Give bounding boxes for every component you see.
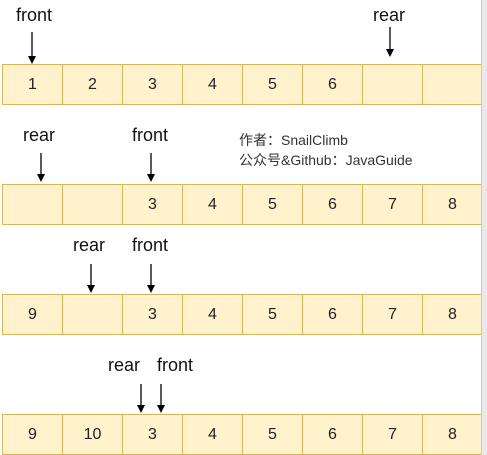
queue-cell: 7 <box>363 185 423 224</box>
queue-row-1: 1 2 3 4 5 6 <box>2 64 483 105</box>
queue-cell: 8 <box>423 185 483 224</box>
queue-row-4: 9 10 3 4 5 6 7 8 <box>2 414 483 455</box>
queue-cell: 8 <box>423 415 483 454</box>
queue-cell: 4 <box>183 65 243 104</box>
window-edge <box>481 0 487 455</box>
queue-cell <box>63 185 123 224</box>
queue-cell: 7 <box>363 415 423 454</box>
queue-cell <box>423 65 483 104</box>
queue-cell: 5 <box>243 415 303 454</box>
queue-cell <box>3 185 63 224</box>
rear-arrow-3-icon <box>87 264 95 293</box>
queue-cell: 10 <box>63 415 123 454</box>
rear-label-3: rear <box>73 235 106 255</box>
rear-label-4: rear <box>108 355 141 375</box>
front-arrow-3-icon <box>147 264 155 293</box>
queue-cell: 5 <box>243 185 303 224</box>
queue-cell: 6 <box>303 65 363 104</box>
queue-cell: 3 <box>123 295 183 334</box>
queue-row-3: 9 3 4 5 6 7 8 <box>2 294 483 335</box>
queue-cell: 4 <box>183 415 243 454</box>
queue-cell: 5 <box>243 65 303 104</box>
queue-cell: 4 <box>183 295 243 334</box>
queue-cell: 6 <box>303 415 363 454</box>
rear-label-1: rear <box>373 5 406 25</box>
queue-cell <box>63 295 123 334</box>
queue-cell: 9 <box>3 295 63 334</box>
rear-arrow-2-icon <box>37 153 45 182</box>
rear-arrow-1-icon <box>386 27 394 57</box>
queue-cell: 7 <box>363 295 423 334</box>
front-label-2: front <box>132 125 169 145</box>
queue-row-2: 3 4 5 6 7 8 <box>2 184 483 225</box>
front-label-3: front <box>132 235 169 255</box>
queue-cell: 3 <box>123 65 183 104</box>
queue-cell: 6 <box>303 295 363 334</box>
queue-cell: 3 <box>123 185 183 224</box>
queue-cell: 4 <box>183 185 243 224</box>
author-watermark: 作者：SnailClimb <box>239 132 348 148</box>
queue-cell: 2 <box>63 65 123 104</box>
queue-cell: 8 <box>423 295 483 334</box>
account-watermark: 公众号&Github：JavaGuide <box>239 152 413 168</box>
queue-cell: 6 <box>303 185 363 224</box>
front-arrow-4-icon <box>157 384 165 413</box>
rear-label-2: rear <box>23 125 56 145</box>
front-arrow-1-icon <box>28 32 36 64</box>
front-label-4: front <box>157 355 194 375</box>
front-arrow-2-icon <box>147 153 155 182</box>
queue-cell: 3 <box>123 415 183 454</box>
queue-cell <box>363 65 423 104</box>
front-label-1: front <box>16 5 53 25</box>
queue-cell: 9 <box>3 415 63 454</box>
rear-arrow-4-icon <box>137 384 145 413</box>
queue-cell: 5 <box>243 295 303 334</box>
queue-cell: 1 <box>3 65 63 104</box>
